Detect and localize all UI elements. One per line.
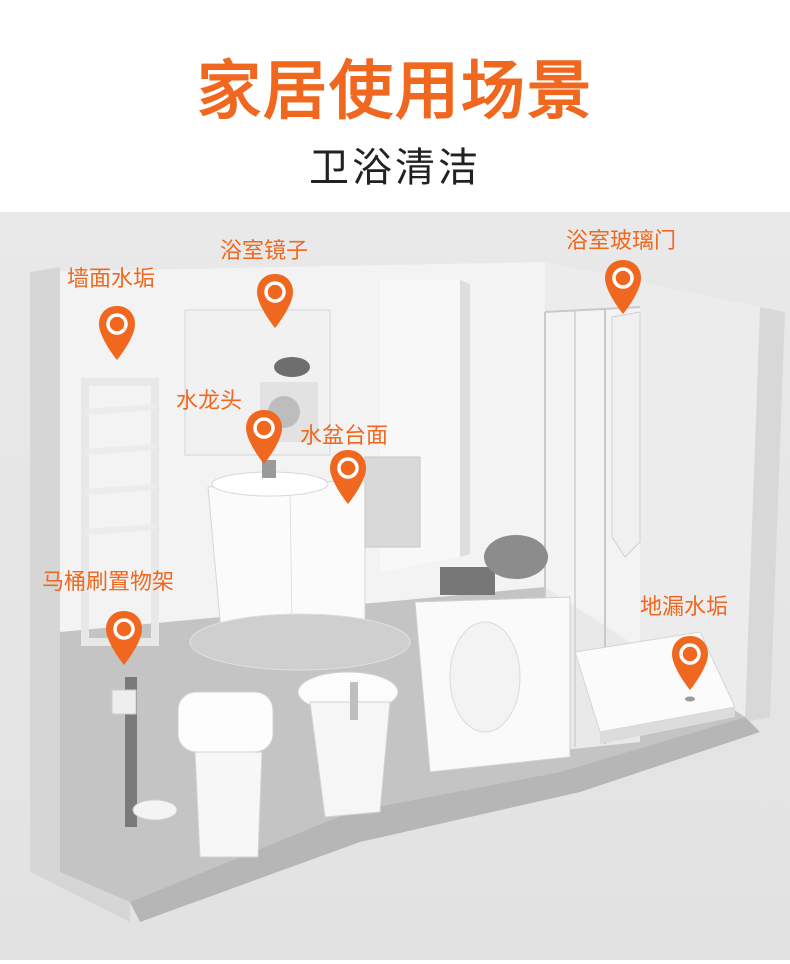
location-pin-icon xyxy=(246,410,282,464)
label-basin-counter: 水盆台面 xyxy=(300,424,389,449)
location-pin-icon xyxy=(257,274,293,328)
bathroom-scene: 墙面水垢 浴室镜子 浴室玻璃门 水龙头 水盆台面 马桶刷置物架 地漏水垢 xyxy=(0,212,790,960)
page-title: 家居使用场景 xyxy=(197,55,593,129)
location-pin-icon xyxy=(99,306,135,360)
label-glass-door: 浴室玻璃门 xyxy=(566,229,677,254)
location-pin-icon xyxy=(330,450,366,504)
label-wall-scale: 墙面水垢 xyxy=(67,267,156,292)
label-mirror: 浴室镜子 xyxy=(220,239,309,264)
label-floor-drain-scale: 地漏水垢 xyxy=(640,595,729,620)
location-pin-icon xyxy=(672,636,708,690)
page-subtitle: 卫浴清洁 xyxy=(309,145,481,191)
header: 家居使用场景 卫浴清洁 xyxy=(0,0,790,212)
bathroom-illustration xyxy=(0,212,790,960)
location-pin-icon xyxy=(106,611,142,665)
label-toilet-brush-rack: 马桶刷置物架 xyxy=(42,570,175,595)
location-pin-icon xyxy=(605,260,641,314)
label-faucet: 水龙头 xyxy=(176,389,243,414)
